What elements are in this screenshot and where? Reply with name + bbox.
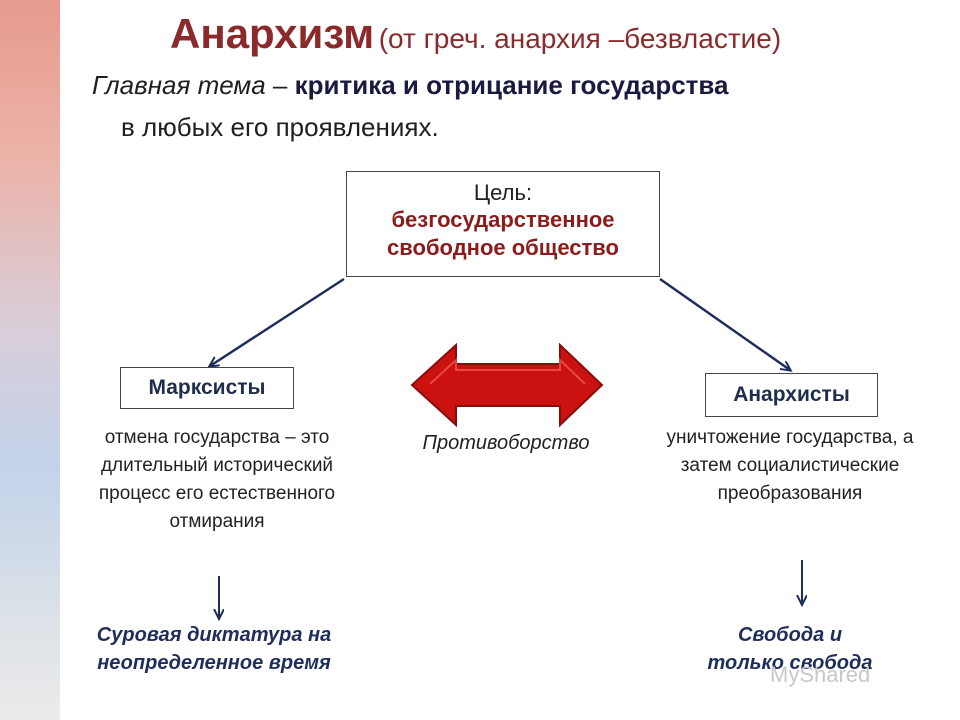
opposition-label: Противоборство xyxy=(422,432,590,454)
decorative-side-strip xyxy=(0,0,60,720)
marxists-result-line1: Суровая диктатура на xyxy=(96,624,332,646)
arrow-goal-to-anarchists xyxy=(659,277,790,370)
anarchists-result-line1: Свобода и xyxy=(737,624,843,646)
anarchists-result-line2: только свобода xyxy=(707,652,873,674)
marxists-result: Суровая диктатура на неопределенное врем… xyxy=(64,621,364,677)
marxists-description: отмена государства – это длительный исто… xyxy=(98,427,336,532)
goal-text-line1: безгосударственное xyxy=(391,207,615,232)
theme-dash: – xyxy=(265,70,295,100)
watermark-logo: MyShared xyxy=(770,662,871,687)
double-arrow-highlight xyxy=(429,357,586,385)
anarchists-box: Анархисты xyxy=(705,373,878,417)
double-arrow-opposition xyxy=(410,342,604,428)
marxists-box: Марксисты xyxy=(120,367,294,409)
arrow-goal-to-marxists xyxy=(210,277,345,366)
goal-text-line2: свободное общество xyxy=(387,235,619,260)
theme-continuation: в любых его проявлениях. xyxy=(121,112,439,142)
goal-label: Цель: xyxy=(473,180,533,205)
anarchists-description: уничтожение государства, а затем социали… xyxy=(666,427,914,504)
theme-emphasis: критика и отрицание государства xyxy=(294,70,729,100)
title-main: Анархизм xyxy=(170,10,375,57)
page-title: Анархизм (от греч. анархия –безвластие) xyxy=(170,10,781,58)
main-theme-line: Главная тема – критика и отрицание госуд… xyxy=(92,70,729,101)
title-subtitle: (от греч. анархия –безвластие) xyxy=(378,23,782,54)
anarchists-result: Свобода и только свобода xyxy=(660,621,920,677)
goal-box: Цель: безгосударственное свободное общес… xyxy=(346,171,660,277)
marxists-result-line2: неопределенное время xyxy=(97,652,331,674)
theme-label: Главная тема xyxy=(92,70,266,100)
